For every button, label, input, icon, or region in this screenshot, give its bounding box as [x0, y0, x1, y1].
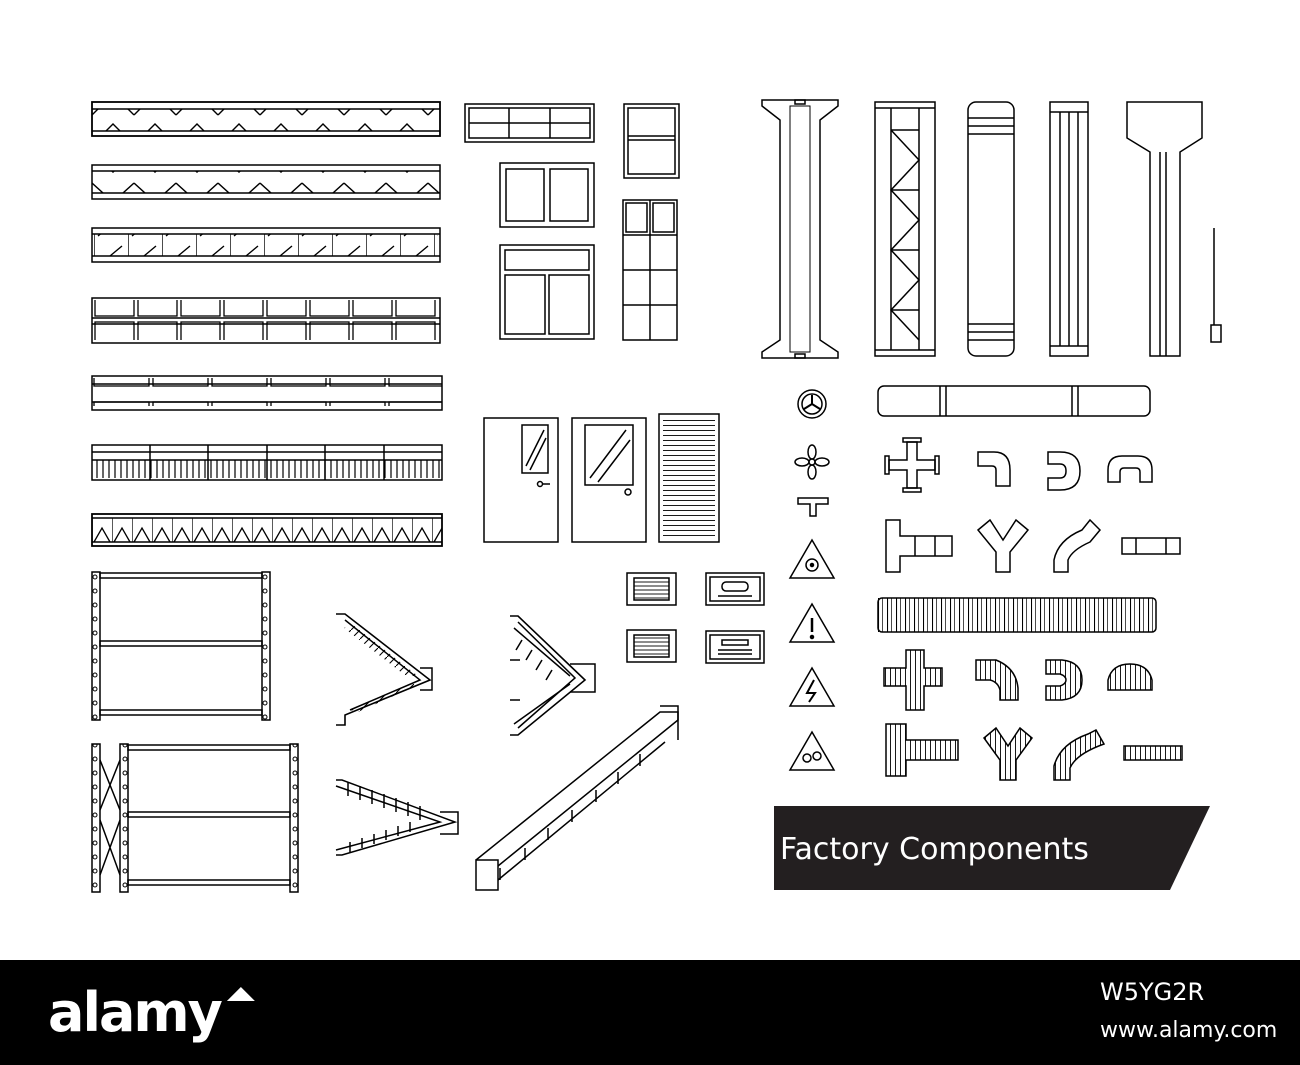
warning-sign-machinery	[788, 730, 836, 771]
flex-duct-short	[1123, 745, 1183, 761]
staircase-1	[336, 613, 433, 726]
roof-truss-1	[91, 101, 441, 137]
duct-elbow-45	[1053, 518, 1102, 573]
flex-duct-cross	[883, 649, 943, 711]
duct-tee	[885, 519, 953, 573]
duct-y	[976, 518, 1030, 573]
window-double	[499, 162, 595, 228]
title-text: Factory Components	[780, 832, 1089, 867]
window-grid	[622, 199, 678, 341]
roof-truss-3	[91, 227, 441, 263]
flex-duct-arch	[1107, 663, 1153, 691]
roof-truss-6	[91, 444, 443, 481]
logo-mark-icon	[226, 987, 255, 1001]
component-sheet: Factory Components	[91, 99, 1222, 893]
tee-connector-symbol	[797, 497, 829, 517]
flex-duct-straight	[877, 597, 1157, 633]
rolling-shutter-door	[658, 413, 720, 543]
duct-u-bend	[1047, 451, 1081, 491]
warning-sign-electric	[788, 666, 836, 707]
flex-duct-elbow	[975, 659, 1019, 701]
window-row	[464, 103, 595, 143]
storage-rack-2	[91, 743, 299, 893]
window-four-pane	[499, 244, 595, 340]
title-banner: Factory Components	[774, 806, 1210, 890]
fluted-column	[1049, 101, 1089, 357]
ceiling-fan-symbol	[794, 444, 830, 480]
i-beam-column	[761, 99, 839, 359]
roof-truss-5	[91, 375, 443, 411]
flex-duct-tee	[885, 723, 959, 777]
roof-truss-7	[91, 513, 443, 547]
image-id-text: W5YG2R	[1100, 978, 1205, 1006]
staircase-3	[510, 615, 596, 736]
concrete-column	[1126, 101, 1222, 357]
vent-grille-1	[626, 572, 677, 606]
duct-arch	[1107, 455, 1153, 483]
warning-sign-radiation	[788, 538, 836, 579]
duct-elbow-1	[977, 451, 1011, 487]
warning-sign-exclamation	[788, 602, 836, 643]
storage-rack-1	[91, 571, 271, 721]
flex-duct-y	[982, 726, 1034, 781]
roof-truss-4	[91, 297, 441, 344]
vent-grille-2	[626, 629, 677, 663]
logo-text: alamy	[48, 980, 223, 1044]
wall-panel-1	[705, 572, 765, 606]
staircase-4	[475, 705, 679, 891]
duct-short	[1121, 537, 1181, 555]
duct-cross	[884, 437, 940, 493]
door-1	[483, 417, 559, 543]
flex-duct-elbow-45	[1053, 729, 1106, 781]
wall-panel-2	[705, 630, 765, 664]
roof-truss-2	[91, 164, 441, 200]
url-text[interactable]: www.alamy.com	[1100, 1018, 1278, 1043]
footer-bar: alamy W5YG2R www.alamy.com	[0, 960, 1300, 1065]
door-2	[571, 417, 647, 543]
straight-duct	[877, 385, 1151, 417]
alamy-logo[interactable]: alamy	[48, 974, 255, 1050]
window-single	[623, 103, 680, 179]
exhaust-fan-symbol	[797, 389, 827, 419]
lattice-column	[874, 101, 936, 357]
flex-duct-u-bend	[1045, 659, 1083, 701]
staircase-2	[335, 779, 459, 856]
round-column	[967, 101, 1015, 357]
